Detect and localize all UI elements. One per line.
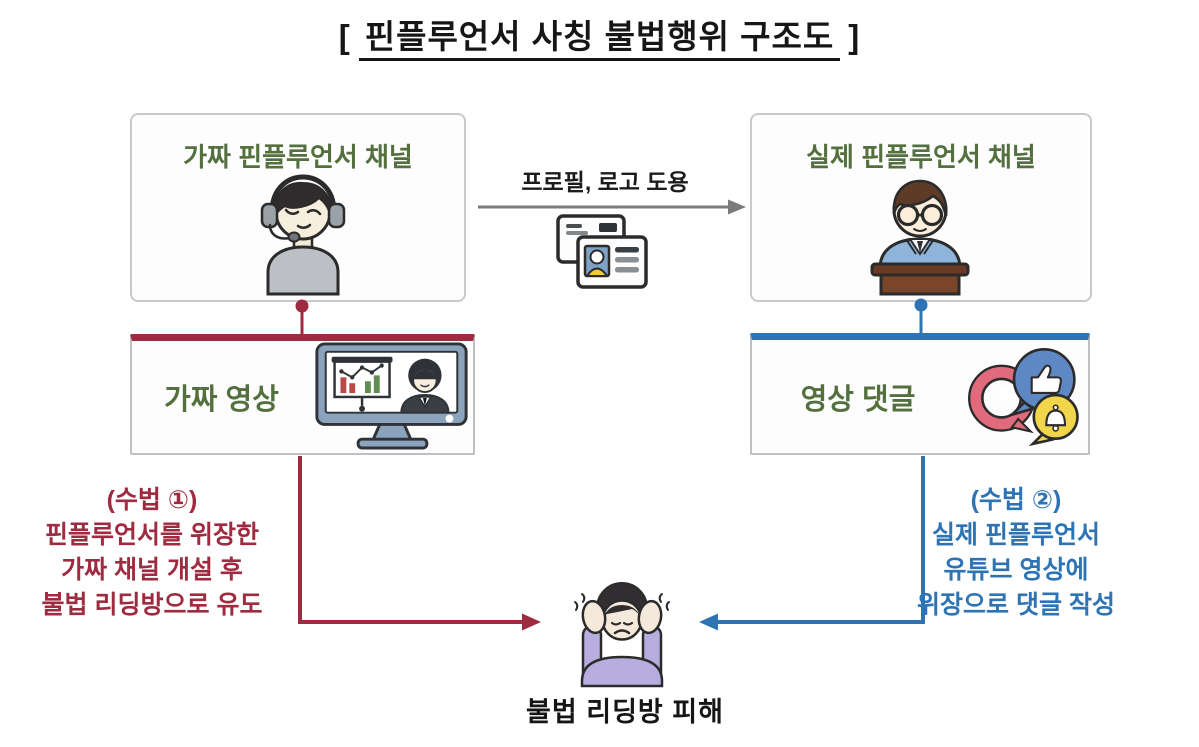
video-comment-label: 영상 댓글 [800, 383, 916, 416]
podium-presenter-icon [870, 179, 970, 296]
video-comment-icon-slot [964, 342, 1088, 451]
method-1-line-3: 가짜 채널 개설 후 [61, 556, 243, 584]
method-2-line-4: 위장으로 댓글 작성 [917, 591, 1115, 619]
fake-video-icon-slot [311, 340, 473, 455]
distressed-person-icon [574, 582, 670, 688]
method-1-line-2: 핀플루언서를 위장한 [45, 521, 259, 549]
method-1-line-4: 불법 리딩방으로 유도 [41, 591, 263, 619]
method-2-text: (수법 ②) 실제 핀플루언서 유튜브 영상에 위장으로 댓글 작성 [885, 483, 1147, 623]
fake-channel-label: 가짜 핀플루언서 채널 [183, 142, 413, 172]
fake-video-to-victim-arrow [298, 456, 541, 631]
victim-label: 불법 리딩방 피해 [526, 697, 724, 727]
headset-scammer-icon [260, 174, 346, 296]
page-title: [핀플루언서 사칭 불법행위 구조도] [0, 10, 1199, 61]
title-bracket-right: ] [848, 18, 861, 55]
method-2-line-3: 유튜브 영상에 [943, 556, 1089, 584]
social-reaction-bubbles-icon [968, 347, 1079, 447]
id-cards-icon [556, 214, 648, 289]
title-bracket-left: [ [338, 18, 351, 55]
method-2-line-1: (수법 ②) [970, 486, 1062, 514]
title-text: 핀플루언서 사칭 불법행위 구조도 [358, 18, 841, 61]
method-1-text: (수법 ①) 핀플루언서를 위장한 가짜 채널 개설 후 불법 리딩방으로 유도 [22, 483, 282, 623]
video-comment-box: 영상 댓글 [750, 333, 1090, 455]
method-1-line-1: (수법 ①) [106, 486, 198, 514]
real-channel-label: 실제 핀플루언서 채널 [806, 142, 1036, 172]
monitor-chart-presenter-icon [315, 341, 468, 449]
fake-video-box: 가짜 영상 [130, 334, 475, 455]
profile-logo-theft-label: 프로필, 로고 도용 [521, 169, 689, 195]
real-channel-connector [914, 298, 928, 334]
fake-video-label: 가짜 영상 [164, 384, 279, 416]
fake-channel-connector [295, 299, 309, 335]
method-2-line-2: 실제 핀플루언서 [932, 521, 1100, 549]
